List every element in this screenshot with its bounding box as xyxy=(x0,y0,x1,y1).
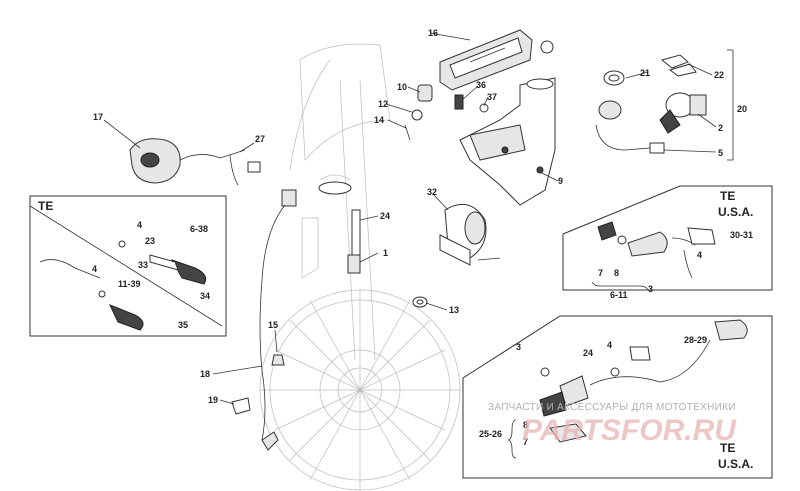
inset-te-usa-bottom-title-1: TE xyxy=(720,441,735,455)
leader-lines xyxy=(103,32,734,405)
callout-37: 37 xyxy=(487,92,497,102)
callout-7-top: 7 xyxy=(598,268,603,278)
misc-parts xyxy=(231,296,428,415)
callout-9: 9 xyxy=(558,176,563,186)
callout-12: 12 xyxy=(378,99,388,109)
callout-3-bottom: 3 xyxy=(516,342,521,352)
callout-8-bottom: 8 xyxy=(523,420,528,430)
label-brackets xyxy=(507,281,649,459)
inset-te-usa-top-title-2: U.S.A. xyxy=(718,205,753,219)
callout-3-top: 3 xyxy=(648,284,653,294)
callout-16: 16 xyxy=(428,28,438,38)
headlight-bracket xyxy=(459,77,556,206)
left-handlebar-switch xyxy=(129,138,261,186)
watermark-tagline: ЗАПЧАСТИ И АКСЕССУАРЫ ДЛЯ МОТОТЕХНИКИ xyxy=(488,402,736,413)
watermark: ЗАПЧАСТИ И АКСЕССУАРЫ ДЛЯ МОТОТЕХНИКИ PA… xyxy=(488,402,737,447)
callout-36: 36 xyxy=(476,80,486,90)
te-inset-left xyxy=(29,195,227,337)
callout-2: 2 xyxy=(718,123,723,133)
callout-7-bottom: 7 xyxy=(523,437,528,447)
callout-17: 17 xyxy=(93,112,103,122)
callout-34: 34 xyxy=(200,291,210,301)
callout-labels: 17 27 16 10 12 14 36 37 9 21 22 20 2 5 3… xyxy=(38,28,753,471)
dashboard-instrument xyxy=(439,29,554,91)
inset-te-usa-top-title-1: TE xyxy=(720,189,735,203)
callout-6-38: 6-38 xyxy=(190,224,208,234)
callout-22: 22 xyxy=(714,70,724,80)
ignition-switch-set xyxy=(595,54,707,154)
callout-20: 20 xyxy=(737,104,747,114)
te-usa-inset-bottom xyxy=(462,315,773,479)
callout-32: 32 xyxy=(427,187,437,197)
callout-25-26: 25-26 xyxy=(479,429,502,439)
callout-4-inset-top: 4 xyxy=(697,250,702,260)
callout-24-bottom: 24 xyxy=(583,348,593,358)
inset-te-left-title: TE xyxy=(38,199,53,213)
callout-19: 19 xyxy=(208,395,218,405)
horn xyxy=(439,203,501,266)
callout-15: 15 xyxy=(268,320,278,330)
inset-te-usa-bottom-title-2: U.S.A. xyxy=(718,457,753,471)
bracket-24 xyxy=(301,181,361,279)
front-wheel-drawing xyxy=(259,43,461,491)
callout-35: 35 xyxy=(178,320,188,330)
callout-30-31: 30-31 xyxy=(730,230,753,240)
callout-14: 14 xyxy=(374,115,384,125)
callout-5: 5 xyxy=(718,148,723,158)
watermark-logo: PARTSFOR.RU xyxy=(522,414,737,447)
callout-28-29: 28-29 xyxy=(684,335,707,345)
te-usa-inset-top xyxy=(562,185,773,291)
callout-33: 33 xyxy=(138,260,148,270)
callout-4-inset-left-b: 4 xyxy=(92,264,97,274)
callout-4-inset-left-a: 4 xyxy=(137,220,142,230)
callout-13: 13 xyxy=(449,305,459,315)
callout-8-top: 8 xyxy=(614,268,619,278)
callout-10: 10 xyxy=(397,82,407,92)
callout-4-inset-bottom: 4 xyxy=(607,340,612,350)
callout-11-39: 11-39 xyxy=(118,279,141,289)
callout-1: 1 xyxy=(383,248,388,258)
small-hardware xyxy=(404,84,489,141)
callout-23: 23 xyxy=(145,236,155,246)
callout-24-main: 24 xyxy=(380,211,390,221)
callout-6-11: 6-11 xyxy=(610,290,628,300)
callout-18: 18 xyxy=(200,369,210,379)
speedometer-cable xyxy=(259,189,297,451)
callout-21: 21 xyxy=(640,68,650,78)
callout-27: 27 xyxy=(255,134,265,144)
